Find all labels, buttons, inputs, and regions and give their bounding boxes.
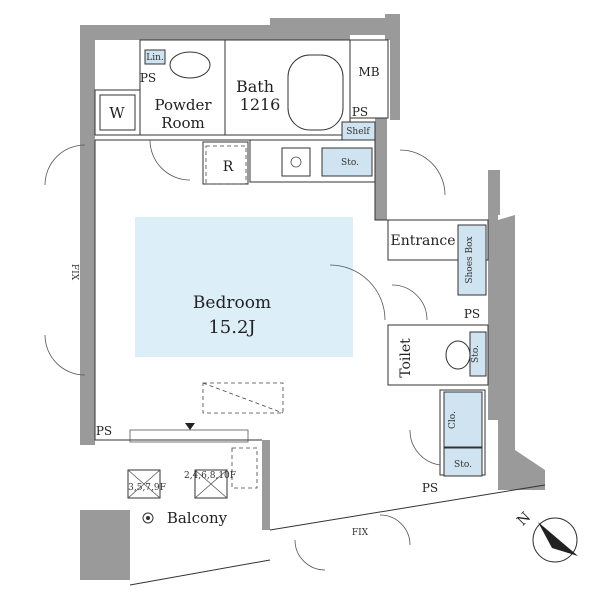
entrance-label: Entrance xyxy=(390,233,455,249)
washer-label: W xyxy=(109,104,125,122)
toilet-storage-label: Sto. xyxy=(471,345,481,363)
north-arrow-icon: N xyxy=(514,509,578,563)
toilet-label: Toilet xyxy=(398,338,414,378)
fix-label-left: FIX xyxy=(69,264,79,281)
room-outlines xyxy=(94,39,546,586)
bathtub xyxy=(287,54,344,131)
powder-room-line1: Powder xyxy=(154,96,212,114)
powder-room-line2: Room xyxy=(161,114,205,132)
closet-box xyxy=(443,391,483,448)
ps-tag-powder: PS xyxy=(140,71,156,85)
washbasin xyxy=(169,51,211,79)
lower-storage-label: Sto. xyxy=(454,460,472,470)
entry-marker xyxy=(185,423,195,430)
shoes-box xyxy=(457,224,487,296)
mb-label: MB xyxy=(358,65,379,79)
linen-box xyxy=(144,49,166,65)
balcony-label: Balcony xyxy=(167,509,228,527)
linen-label: Lin. xyxy=(146,53,164,63)
hatch-a xyxy=(127,469,161,499)
ps-tag-entrance: PS xyxy=(464,307,480,321)
shelf-label: Shelf xyxy=(346,127,370,137)
toilet-bowl xyxy=(445,340,471,370)
ps-tag-mb: PS xyxy=(352,105,368,119)
bath-name: Bath xyxy=(236,77,274,96)
bath-size: 1216 xyxy=(240,95,281,114)
shelf-box xyxy=(341,121,376,141)
door-swings xyxy=(44,139,446,571)
kitchen-sink xyxy=(321,147,373,177)
ps-tag-bedroom: PS xyxy=(96,424,112,438)
floors-b-label: 2,4,6,8,10F xyxy=(184,471,236,481)
storage-box-lower xyxy=(443,447,483,477)
fix-label-bottom: FIX xyxy=(352,528,369,538)
bedroom-highlight xyxy=(135,217,353,357)
stove xyxy=(281,147,311,177)
walls xyxy=(80,14,545,580)
balcony-drain xyxy=(142,512,154,524)
bedroom-size: 15.2J xyxy=(208,317,255,338)
closet-label: Clo. xyxy=(448,411,458,429)
refrigerator-box xyxy=(205,145,247,185)
kitchen-storage-label: Sto. xyxy=(341,158,359,168)
north-label: N xyxy=(514,509,534,529)
washer-box xyxy=(99,94,136,131)
ps-tag-balcony-right: PS xyxy=(422,481,438,495)
refrigerator-label: R xyxy=(223,159,234,175)
shoes-box-label: Shoes Box xyxy=(465,236,475,283)
floors-a-label: 3,5,7,9F xyxy=(128,483,166,493)
bedroom-name: Bedroom xyxy=(193,293,271,313)
hatch-b xyxy=(194,469,228,499)
